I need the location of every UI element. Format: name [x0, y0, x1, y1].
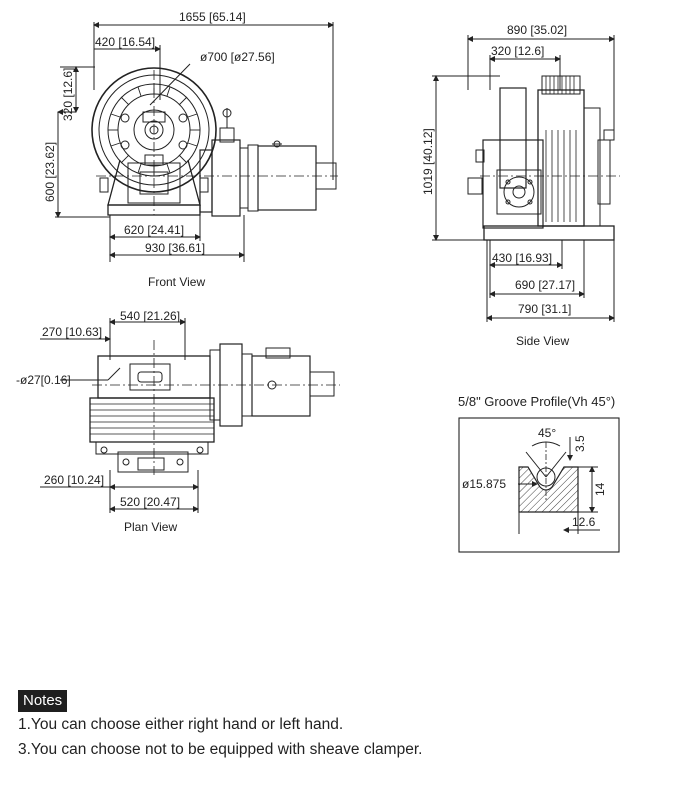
side-view-caption: Side View: [516, 334, 569, 348]
front-dim-offset: 420 [16.54]: [95, 35, 155, 49]
plan-dim-hole: -ø27[0.16]: [16, 373, 71, 387]
plan-view: [40, 318, 340, 513]
plan-dim-b: 270 [10.63]: [42, 325, 102, 339]
front-dim-height: 600 [23.62]: [43, 142, 57, 202]
side-dim-b: 690 [27.17]: [515, 278, 575, 292]
side-dim-offset: 320 [12.6]: [491, 44, 544, 58]
plan-dim-c: 260 [10.24]: [44, 473, 104, 487]
side-dim-width: 890 [35.02]: [507, 23, 567, 37]
plan-view-caption: Plan View: [124, 520, 177, 534]
groove-height: 14: [593, 482, 607, 496]
note-item: 3.You can choose not to be equipped with…: [18, 741, 423, 758]
plan-view-labels: 540 [21.26] 270 [10.63] -ø27[0.16] 260 […: [16, 309, 180, 534]
plan-dim-a: 540 [21.26]: [120, 309, 180, 323]
side-dim-a: 430 [16.93]: [492, 251, 552, 265]
groove-diameter: ø15.875: [462, 477, 506, 491]
groove-angle: 45°: [538, 426, 556, 440]
side-dim-c: 790 [31.1]: [518, 302, 571, 316]
groove-depth: 3.5: [573, 435, 587, 452]
side-dim-height: 1019 [40.12]: [421, 128, 435, 195]
front-view: [55, 22, 338, 262]
front-dim-base-outer: 930 [36.61]: [145, 241, 205, 255]
side-view-labels: 890 [35.02] 320 [12.6] 1019 [40.12] 430 …: [421, 23, 575, 348]
plan-dim-d: 520 [20.47]: [120, 495, 180, 509]
front-view-caption: Front View: [148, 275, 205, 289]
front-dim-base-inner: 620 [24.41]: [124, 223, 184, 237]
groove-width: 12.6: [572, 515, 596, 529]
notes-badge: Notes: [18, 690, 68, 712]
front-dim-sheave: ø700 [ø27.56]: [200, 50, 275, 64]
groove-profile: [458, 417, 620, 553]
front-dim-top: 320 [12.6]: [61, 68, 75, 121]
side-view: [432, 35, 620, 322]
note-item: 1.You can choose either right hand or le…: [18, 716, 344, 733]
front-dim-width: 1655 [65.14]: [179, 10, 246, 24]
front-view-labels: 1655 [65.14] 420 [16.54] ø700 [ø27.56] 3…: [43, 10, 275, 289]
groove-profile-labels: 5/8" Groove Profile(Vh 45°) 45° 3.5 ø15.…: [458, 394, 615, 529]
groove-title: 5/8" Groove Profile(Vh 45°): [458, 394, 615, 409]
